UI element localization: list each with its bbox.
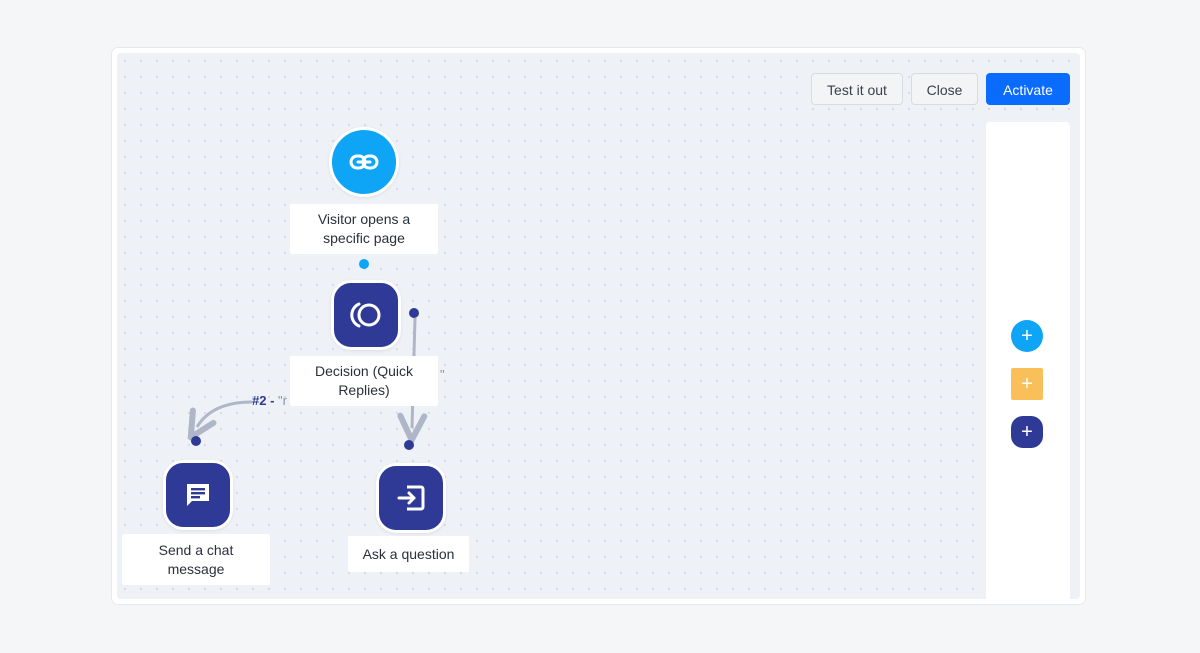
activate-button[interactable]: Activate bbox=[986, 73, 1070, 105]
trigger-node-label: Visitor opens a specific page bbox=[290, 204, 438, 254]
ask-question-node[interactable] bbox=[376, 463, 446, 533]
plus-icon: + bbox=[1021, 324, 1033, 347]
ask-question-input-port[interactable] bbox=[404, 440, 414, 450]
node-palette-panel: + + + bbox=[986, 122, 1070, 599]
send-chat-node-label: Send a chat message bbox=[122, 534, 270, 585]
chat-message-icon bbox=[187, 484, 209, 506]
edge-decision-to-chat[interactable] bbox=[197, 400, 253, 427]
trigger-output-port[interactable] bbox=[359, 259, 369, 269]
ask-question-node-label: Ask a question bbox=[348, 536, 469, 572]
send-chat-input-port[interactable] bbox=[191, 436, 201, 446]
question-enter-icon bbox=[397, 485, 425, 511]
plus-icon: + bbox=[1021, 372, 1033, 395]
add-condition-button[interactable]: + bbox=[1011, 368, 1043, 400]
edge-label-reply-1-tail: " bbox=[440, 367, 445, 382]
flow-editor-frame: Test it out Close Activate Visitor opens… bbox=[112, 48, 1085, 604]
edge-label-reply-2: #2 - "r bbox=[252, 393, 287, 408]
trigger-node[interactable] bbox=[329, 127, 399, 197]
close-button[interactable]: Close bbox=[911, 73, 978, 105]
decision-output-port[interactable] bbox=[409, 308, 419, 318]
test-it-out-button[interactable]: Test it out bbox=[811, 73, 903, 105]
connection-lines bbox=[117, 317, 1080, 599]
link-icon bbox=[349, 154, 379, 170]
edge-label-tail-text: " bbox=[440, 367, 445, 382]
add-trigger-button[interactable]: + bbox=[1011, 320, 1043, 352]
decision-node[interactable] bbox=[331, 280, 401, 350]
edge-label-number: #2 - bbox=[252, 393, 275, 408]
decision-icon bbox=[350, 302, 381, 328]
flow-canvas[interactable]: Test it out Close Activate Visitor opens… bbox=[117, 53, 1080, 599]
add-action-button[interactable]: + bbox=[1011, 416, 1043, 448]
decision-node-label: Decision (Quick Replies) bbox=[290, 356, 438, 406]
edge-label-text: "r bbox=[278, 393, 287, 408]
send-chat-node[interactable] bbox=[163, 460, 233, 530]
plus-icon: + bbox=[1021, 420, 1033, 443]
